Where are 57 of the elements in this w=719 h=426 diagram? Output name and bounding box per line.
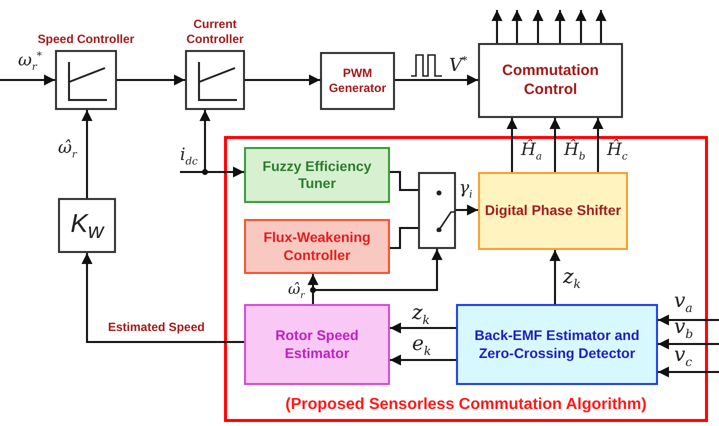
connector-arrow xyxy=(550,250,560,304)
connector-arrow xyxy=(180,166,244,178)
connector-arrow xyxy=(245,74,320,86)
signal-label: ω̂$_{r}$ xyxy=(58,140,77,161)
frame-caption: (Proposed Sensorless Commutation Algorithm) xyxy=(284,395,648,415)
connector-arrow xyxy=(82,253,244,343)
block-label: Digital Phase Shifter xyxy=(484,202,622,220)
connector-arrow xyxy=(390,322,456,334)
controller-heading: Current Controller xyxy=(185,16,245,48)
signal-label: γ$_{i}$ xyxy=(459,180,472,201)
block-label: Fuzzy Efficiency Tuner xyxy=(262,158,372,192)
connector-arrow xyxy=(492,10,502,43)
connector-arrow xyxy=(550,118,560,172)
process-box xyxy=(244,219,390,274)
connector-arrow xyxy=(117,74,185,86)
signal-label: i$_{dc}$ xyxy=(180,147,198,168)
signal-label: v$_{a}$ xyxy=(674,290,692,314)
signal-label: e$_{k}$ xyxy=(412,333,432,357)
connector-arrow xyxy=(658,366,719,378)
connector-arrow xyxy=(390,354,456,366)
connector-arrow xyxy=(658,314,719,326)
process-box xyxy=(244,304,390,385)
controller-heading: Speed Controller xyxy=(36,32,136,48)
block-label: PWM Generator xyxy=(328,66,388,96)
connector-arrow xyxy=(506,118,518,172)
connector-arrow xyxy=(82,110,92,198)
block-label: Flux-Weakening Controller xyxy=(262,229,372,264)
connector-arrow xyxy=(0,74,55,86)
connector-arrow xyxy=(395,74,478,86)
edge-label: Estimated Speed xyxy=(108,321,205,333)
block-label: Rotor Speed Estimator xyxy=(274,327,360,362)
connector-arrow xyxy=(456,204,478,216)
connector-arrow xyxy=(576,10,586,43)
block-label: Commutation Control xyxy=(501,62,600,100)
signal-label: ω̂$_{r}$ xyxy=(288,282,305,301)
gain-box xyxy=(58,198,116,253)
connector-arrow xyxy=(554,10,566,43)
signal-label: z$_{k}$ xyxy=(412,302,430,326)
process-box xyxy=(478,43,623,118)
connector-arrow xyxy=(658,338,719,350)
process-box xyxy=(478,172,628,250)
selector-switch-box xyxy=(418,172,456,249)
signal-label: v$_{b}$ xyxy=(674,316,693,340)
process-box xyxy=(320,52,395,110)
process-box xyxy=(456,304,658,385)
block-label: Back-EMF Estimator and Zero-Crossing Detector xyxy=(474,327,640,362)
connector-arrow xyxy=(200,110,210,172)
connector-arrow xyxy=(596,10,606,43)
gain-label: K$_{w}$ xyxy=(70,206,106,244)
process-box xyxy=(244,147,390,203)
connector-arrow xyxy=(512,10,522,43)
signal-label: z$_{k}$ xyxy=(563,266,581,290)
signal-label: V$^{*}$ xyxy=(449,56,468,75)
signal-label: v$_{c}$ xyxy=(674,344,692,368)
connector-arrow xyxy=(532,10,544,43)
connector-arrow xyxy=(592,118,604,172)
algorithm-frame xyxy=(224,136,708,422)
